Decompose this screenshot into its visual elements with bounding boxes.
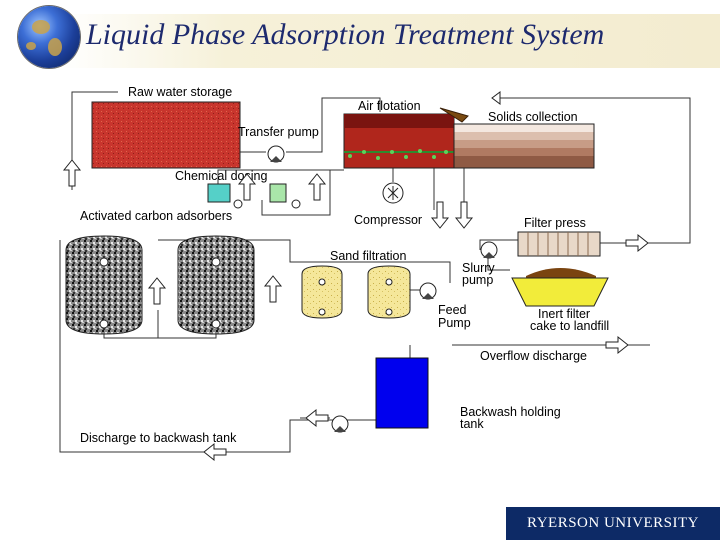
label-filter-press: Filter press	[524, 216, 586, 230]
globe-logo-icon	[18, 6, 80, 68]
label-raw-water-storage: Raw water storage	[128, 85, 232, 99]
up-arrow-icon	[147, 277, 167, 305]
right-arrow-icon	[625, 233, 649, 253]
label-slurry-pump-line2: pump	[462, 273, 493, 287]
label-feed-pump-line1: Feed	[438, 303, 467, 317]
label-inert-filter-line1: Inert filter	[538, 307, 590, 321]
sand-filter-1	[301, 265, 343, 319]
air-flotation-tank	[343, 113, 455, 169]
label-overflow-discharge: Overflow discharge	[480, 349, 587, 363]
slurry-pump-icon	[480, 241, 498, 259]
up-arrow-icon	[62, 159, 82, 187]
label-compressor: Compressor	[354, 213, 422, 227]
university-logo: RYERSON UNIVERSITY	[506, 507, 720, 540]
label-slurry-pump-line1: Slurry	[462, 261, 495, 275]
label-chemical-dosing: Chemical dosing	[175, 169, 267, 183]
flow-arrows	[62, 159, 649, 462]
chemical-dosing-tank-2	[269, 183, 287, 203]
filter-press	[517, 231, 601, 257]
compressor-icon	[382, 182, 404, 204]
header-band	[60, 14, 720, 68]
left-arrow-icon	[203, 442, 227, 462]
dosing-pump-1-icon	[233, 199, 243, 209]
backwash-holding-tank	[375, 357, 429, 429]
label-backwash-holding-line1: Backwash holding	[460, 405, 561, 419]
label-activated-carbon-adsorbers: Activated carbon adsorbers	[80, 209, 232, 223]
right-arrow-icon	[605, 335, 629, 355]
solids-collection-tank	[453, 123, 595, 169]
solids-return-arrow-icon	[491, 91, 501, 105]
dosing-pump-2-icon	[291, 199, 301, 209]
label-sand-filtration: Sand filtration	[330, 249, 406, 263]
down-arrow-icon	[454, 201, 474, 229]
up-arrow-icon	[307, 173, 327, 201]
transfer-pump-icon	[267, 145, 285, 163]
page-title: Liquid Phase Adsorption Treatment System	[86, 18, 605, 51]
filter-cake-skip	[511, 268, 609, 307]
adsorber-vessel-1	[65, 235, 143, 335]
backwash-pump-icon	[331, 415, 349, 433]
skimmer-arrow-icon	[439, 107, 469, 123]
label-feed-pump-line2: Pump	[438, 316, 471, 330]
adsorber-vessel-2	[177, 235, 255, 335]
label-air-flotation: Air flotation	[358, 99, 421, 113]
label-solids-collection: Solids collection	[488, 110, 578, 124]
label-discharge-to-backwash: Discharge to backwash tank	[80, 431, 237, 445]
label-backwash-holding-line2: tank	[460, 417, 484, 431]
raw-water-storage-tank	[91, 101, 241, 169]
left-arrow-icon	[305, 408, 329, 428]
up-arrow-icon	[263, 275, 283, 303]
label-transfer-pump: Transfer pump	[238, 125, 319, 139]
label-inert-filter-line2: cake to landfill	[530, 319, 609, 333]
sand-filter-2	[367, 265, 411, 319]
chemical-dosing-tank-1	[207, 183, 231, 203]
up-arrow-icon	[237, 173, 257, 201]
feed-pump-icon	[419, 282, 437, 300]
header: Liquid Phase Adsorption Treatment System	[0, 0, 720, 72]
down-arrow-icon	[430, 201, 450, 229]
